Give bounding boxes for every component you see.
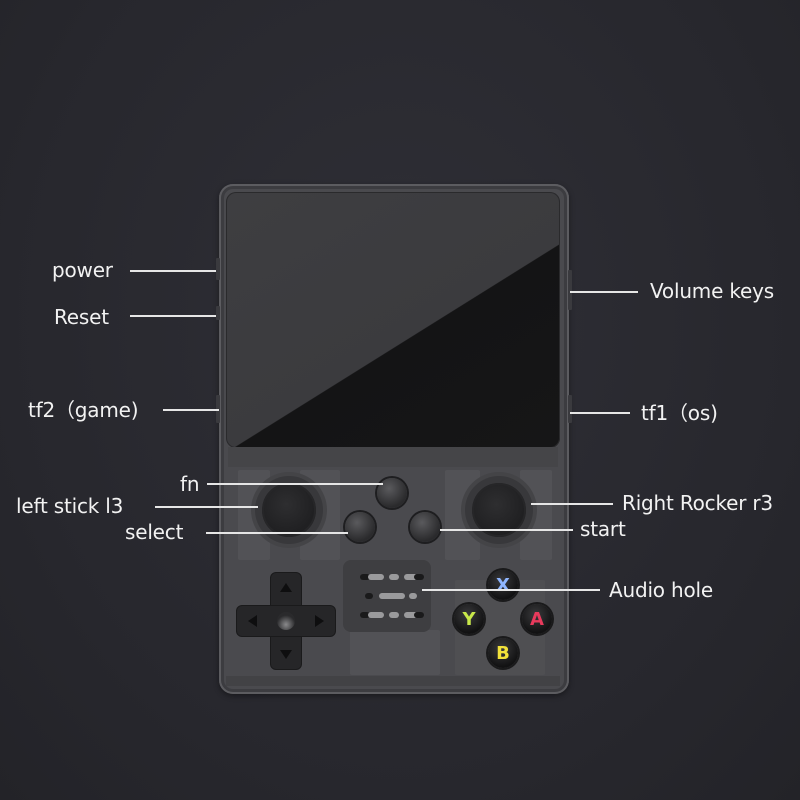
leader-line-reset <box>130 315 216 317</box>
leader-line-right-rocker <box>531 503 613 505</box>
dpad-down-arrow-icon <box>280 650 292 659</box>
leader-line-audio-hole <box>422 589 600 591</box>
leader-line-tf1 <box>570 412 630 414</box>
label-volume-keys: Volume keys <box>650 279 774 303</box>
left-stick-cap <box>262 483 316 537</box>
tf1-slot <box>568 395 572 423</box>
display-screen <box>226 192 560 448</box>
label-power: power <box>52 258 113 282</box>
label-audio-hole: Audio hole <box>609 578 713 602</box>
label-right-rocker: Right Rocker r3 <box>622 491 773 515</box>
label-select: select <box>125 520 184 544</box>
dpad-right-arrow-icon <box>315 615 324 627</box>
x-button: X <box>488 570 518 600</box>
right-stick-cap <box>472 483 526 537</box>
right-stick <box>465 476 533 544</box>
label-fn: fn <box>180 472 200 496</box>
console-bottom-edge <box>226 676 560 686</box>
leader-line-select <box>206 532 348 534</box>
internal-component <box>350 630 440 675</box>
dpad-up-arrow-icon <box>280 583 292 592</box>
leader-line-left-stick <box>155 506 258 508</box>
label-tf1: tf1（os) <box>641 401 718 425</box>
label-left-stick: left stick l3 <box>16 494 124 518</box>
start-button <box>410 512 440 542</box>
leader-line-fn <box>207 483 383 485</box>
leader-line-start <box>440 529 573 531</box>
b-button: B <box>488 638 518 668</box>
leader-line-power <box>130 270 216 272</box>
label-reset: Reset <box>54 305 109 329</box>
dpad-left-arrow-icon <box>248 615 257 627</box>
screen-bezel <box>228 447 558 467</box>
volume-keys <box>568 270 572 310</box>
power-button <box>216 258 220 280</box>
y-button: Y <box>454 604 484 634</box>
audio-hole <box>343 560 431 632</box>
leader-line-tf2 <box>163 409 219 411</box>
label-tf2: tf2（game) <box>28 398 139 422</box>
dpad-center <box>277 612 295 630</box>
label-start: start <box>580 517 626 541</box>
leader-line-volume <box>570 291 638 293</box>
select-button <box>345 512 375 542</box>
a-button: A <box>522 604 552 634</box>
reset-button <box>216 306 220 320</box>
